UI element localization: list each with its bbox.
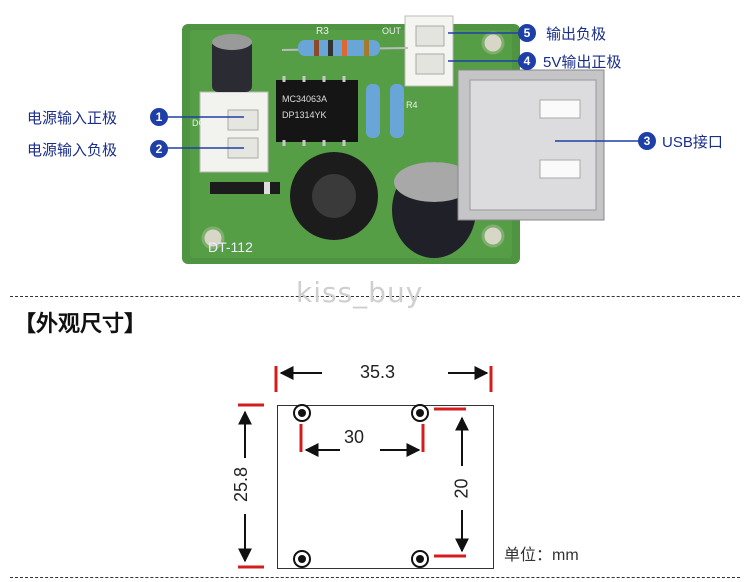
callout-input-positive-label: 电源输入正极 [27, 110, 118, 127]
silk-r3: R3 [316, 26, 329, 37]
callout-3-number: 3 [638, 132, 656, 150]
dim-outer-width: 35.3 [360, 362, 396, 382]
silk-dc: DC [192, 118, 205, 128]
ic-label-1: MC34063A [282, 94, 327, 104]
callout-4-number: 4 [518, 52, 536, 70]
callout-output-negative-label: 输出负极 [546, 26, 607, 43]
board-outline [277, 404, 494, 569]
mounting-hole-top-right [411, 404, 429, 422]
input-connector [199, 91, 269, 173]
silk-out: OUT [382, 26, 402, 36]
dim-outer-height: 25.8 [231, 466, 252, 503]
pcb-hole [201, 226, 225, 250]
callout-input-negative-label: 电源输入负极 [27, 142, 118, 159]
resistor [366, 84, 380, 138]
separator-top [10, 296, 740, 297]
mounting-hole-bottom-left [293, 550, 311, 568]
mounting-hole-bottom-right [411, 550, 429, 568]
dim-hole-height: 20 [451, 478, 472, 499]
unit-label: 单位：mm [504, 547, 579, 564]
silk-r4: R4 [406, 100, 418, 110]
callout-1-number: 1 [150, 108, 168, 126]
section-title: 【外观尺寸】 [14, 311, 147, 336]
ic-label-2: DP1314YK [282, 110, 327, 120]
callout-5v-positive-label: 5V输出正极 [543, 54, 622, 71]
pcb-photo-drawing: DT-112 MC34063A DP1314YK R3 OUT DC R4 [166, 15, 640, 264]
ic-chip [276, 80, 358, 142]
separator-bottom [10, 577, 740, 578]
dim-hole-width: 30 [344, 427, 365, 447]
mounting-hole-top-left [293, 404, 311, 422]
watermark: kiss_buy [296, 276, 424, 309]
callout-2-number: 2 [150, 140, 168, 158]
callout-5-number: 5 [518, 24, 536, 42]
diode [210, 182, 280, 194]
board-model: DT-112 [208, 239, 253, 255]
small-capacitor [212, 40, 252, 92]
callout-usb-label: USB接口 [662, 134, 723, 151]
pcb-photo: DT-112 MC34063A DP1314YK R3 OUT DC R4 [0, 0, 750, 290]
pcb-hole [481, 224, 505, 248]
resistor-r4 [390, 84, 404, 138]
